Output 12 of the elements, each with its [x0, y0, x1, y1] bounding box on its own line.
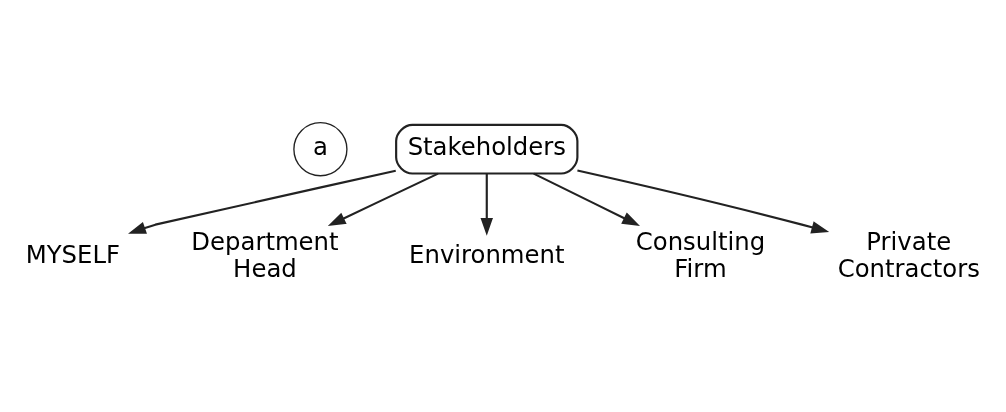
node-text: Private Contractors — [837, 226, 980, 283]
node-text: MYSELF — [25, 240, 120, 270]
arrow — [128, 169, 396, 234]
arrow — [480, 173, 494, 236]
arrow — [533, 172, 640, 226]
node-text: Department Head — [191, 226, 339, 283]
node-text: Consulting Firm — [635, 226, 766, 283]
arrow — [577, 169, 830, 234]
node-circle: a — [293, 122, 348, 177]
arrow — [327, 172, 439, 226]
node-text: Environment — [409, 240, 565, 270]
node-box: Stakeholders — [395, 123, 579, 175]
